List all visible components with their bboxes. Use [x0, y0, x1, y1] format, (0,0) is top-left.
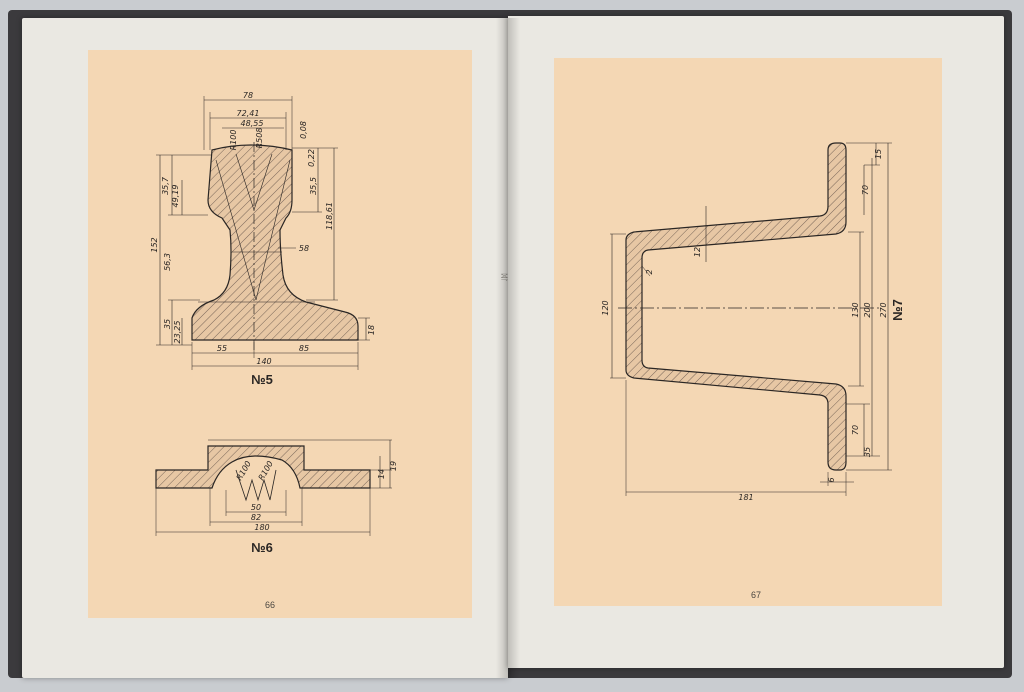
dim-6-r100b: R100: [257, 459, 275, 482]
dim-7-120: 120: [601, 300, 610, 315]
dim-6-82: 82: [251, 513, 261, 522]
channel-profile-drawing: [155, 439, 392, 536]
dim-5-55: 55: [217, 344, 227, 353]
dim-5-78: 78: [243, 91, 253, 100]
dim-5-357: 35,7: [161, 176, 170, 195]
dim-7-15: 15: [874, 149, 883, 159]
dim-6-r100a: R100: [235, 459, 253, 482]
dim-5-35: 35: [163, 319, 172, 329]
dim-6-50: 50: [251, 503, 261, 512]
gutter-mark: ᛞᛚ: [500, 274, 508, 282]
bent-profile-drawing: [610, 142, 892, 496]
dim-7-270: 270: [879, 302, 888, 317]
dim-7-6: 6: [827, 477, 836, 482]
dim-5-11861: 118,61: [325, 202, 334, 230]
dim-6-19: 19: [389, 461, 398, 471]
dim-5-022: 0,22: [307, 149, 316, 167]
dim-6-14: 14: [377, 469, 386, 479]
dim-5-7241: 72,41: [237, 109, 260, 118]
dim-5-563: 56,3: [163, 253, 172, 271]
drawing-5-label: №5: [251, 372, 273, 387]
drawing-7-label: №7: [890, 299, 905, 321]
dim-7-70a: 70: [861, 185, 870, 195]
dim-7-2: 2: [645, 269, 654, 274]
channel-profile-outline: [155, 445, 371, 489]
left-page-number: 66: [265, 600, 275, 610]
drawing-6-label: №6: [251, 540, 273, 555]
dim-5-2325: 23,25: [173, 321, 182, 344]
dim-7-181: 181: [738, 493, 753, 502]
dim-5-r100: R100: [229, 130, 238, 151]
right-page-number: 67: [751, 590, 761, 600]
dim-5-152: 152: [150, 237, 159, 252]
dim-7-130: 130: [851, 302, 860, 317]
dim-5-18: 18: [367, 325, 376, 335]
dim-5-4855: 48,55: [241, 119, 264, 128]
book-gutter: [496, 18, 520, 678]
dim-5-140: 140: [256, 357, 271, 366]
dim-5-4919: 49,19: [171, 185, 180, 208]
dim-6-180: 180: [254, 523, 269, 532]
dim-5-008: 0,08: [299, 121, 308, 139]
dim-5-355: 35,5: [309, 177, 318, 195]
dim-5-58: 58: [299, 244, 309, 253]
dim-5-85: 85: [299, 344, 309, 353]
dim-7-12: 12: [693, 247, 702, 257]
dim-7-200: 200: [863, 302, 872, 317]
dim-7-35: 35: [863, 447, 872, 457]
bent-profile-outline: [625, 142, 847, 471]
rail-profile-outline: [191, 144, 359, 341]
dim-7-70b: 70: [851, 425, 860, 435]
dim-5-r508: R508: [255, 128, 264, 149]
right-plate: [554, 58, 942, 606]
rail-profile-drawing: [156, 96, 370, 370]
